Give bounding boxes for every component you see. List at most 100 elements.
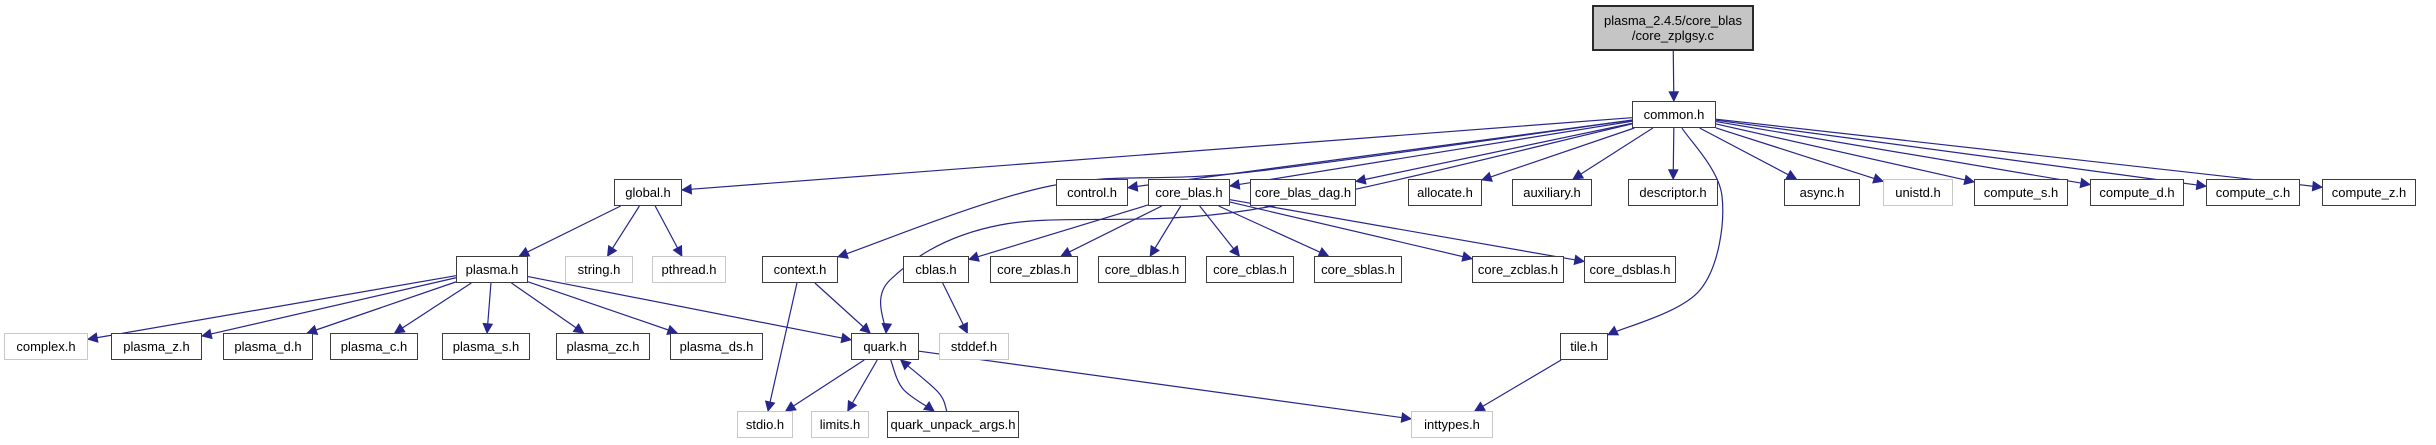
node-label: core_cblas.h xyxy=(1213,261,1287,277)
node-context_h[interactable]: context.h xyxy=(762,256,838,283)
node-label: async.h xyxy=(1799,184,1845,200)
node-label: plasma_c.h xyxy=(340,338,408,354)
node-label: plasma_z.h xyxy=(123,338,190,354)
edge-quark_h-stdio_h xyxy=(784,359,865,412)
node-global_h[interactable]: global.h xyxy=(614,179,682,206)
edge-core_blas_h-core_sblas_h xyxy=(1218,205,1330,257)
node-cblas_h[interactable]: cblas.h xyxy=(903,256,969,283)
edge-global_h-pthread_h xyxy=(654,205,683,257)
node-label: auxiliary.h xyxy=(1523,184,1581,200)
edge-tile_h-inttypes_h xyxy=(1473,359,1562,412)
node-label: plasma_ds.h xyxy=(679,338,754,354)
node-label: limits.h xyxy=(819,416,861,432)
edge-core_blas_h-core_zcblas_h xyxy=(1229,201,1474,262)
node-label: core_zcblas.h xyxy=(1477,261,1559,277)
node-plasma_c_h[interactable]: plasma_c.h xyxy=(330,333,418,360)
edge-plasma_h-plasma_d_h xyxy=(306,281,457,335)
edge-core_blas_h-core_cblas_h xyxy=(1199,205,1240,257)
node-quark_h[interactable]: quark.h xyxy=(851,333,919,360)
node-label: plasma.h xyxy=(465,261,519,277)
node-label: stddef.h xyxy=(950,338,998,354)
edge-common_h-compute_z_h xyxy=(1715,118,2324,192)
edge-quark_unpack_args_h-quark_h xyxy=(899,359,948,412)
node-label: stdio.h xyxy=(745,416,785,432)
node-label: quark.h xyxy=(863,338,907,354)
node-compute_z_h[interactable]: compute_z.h xyxy=(2322,179,2416,206)
edge-common_h-descriptor_h xyxy=(1667,127,1679,181)
edge-common_h-compute_d_h xyxy=(1715,120,2092,189)
edge-quark_h-quark_unpack_args_h xyxy=(890,359,935,412)
node-core_blas_h[interactable]: core_blas.h xyxy=(1148,179,1230,206)
node-stdio_h: stdio.h xyxy=(737,411,793,438)
node-plasma_h[interactable]: plasma.h xyxy=(456,256,528,283)
node-core_dsblas_h[interactable]: core_dsblas.h xyxy=(1584,256,1676,283)
node-descriptor_h[interactable]: descriptor.h xyxy=(1628,179,1718,206)
node-label: quark_unpack_args.h xyxy=(890,416,1016,432)
node-label: core_blas_dag.h xyxy=(1254,184,1352,200)
node-plasma_zc_h[interactable]: plasma_zc.h xyxy=(556,333,650,360)
edge-cblas_h-stddef_h xyxy=(942,282,968,334)
edge-common_h-core_blas_h xyxy=(1228,120,1633,190)
edge-global_h-plasma_h xyxy=(518,205,621,257)
edge-quark_h-inttypes_h xyxy=(918,350,1413,423)
node-label: global.h xyxy=(625,184,671,200)
node-async_h[interactable]: async.h xyxy=(1784,179,1860,206)
node-control_h[interactable]: control.h xyxy=(1056,179,1128,206)
node-label: complex.h xyxy=(16,338,76,354)
edge-plasma_h-plasma_zc_h xyxy=(511,282,585,334)
node-label: core_dsblas.h xyxy=(1589,261,1671,277)
node-label: compute_s.h xyxy=(1983,184,2059,200)
node-compute_c_h[interactable]: compute_c.h xyxy=(2206,179,2300,206)
node-label: plasma_2.4.5/core_blas /core_zplgsy.c xyxy=(1603,12,1743,43)
node-core_blas_dag_h[interactable]: core_blas_dag.h xyxy=(1250,179,1356,206)
node-label: unistd.h xyxy=(1895,184,1941,200)
node-plasma_s_h[interactable]: plasma_s.h xyxy=(442,333,530,360)
node-label: control.h xyxy=(1067,184,1117,200)
node-core_cblas_h[interactable]: core_cblas.h xyxy=(1206,256,1294,283)
edge-common_h-allocate_h xyxy=(1480,127,1635,182)
edge-common_h-auxiliary_h xyxy=(1572,127,1654,180)
node-inttypes_h: inttypes.h xyxy=(1411,411,1493,438)
edge-plasma_h-quark_h xyxy=(527,275,853,344)
edge-global_h-string_h xyxy=(607,205,640,257)
node-core_dblas_h[interactable]: core_dblas.h xyxy=(1098,256,1186,283)
edge-common_h-async_h xyxy=(1699,127,1798,180)
node-core_sblas_h[interactable]: core_sblas.h xyxy=(1314,256,1402,283)
node-compute_d_h[interactable]: compute_d.h xyxy=(2090,179,2184,206)
node-core_zblas_h[interactable]: core_zblas.h xyxy=(990,256,1078,283)
edge-common_h-core_blas_dag_h xyxy=(1354,122,1633,185)
node-compute_s_h[interactable]: compute_s.h xyxy=(1974,179,2068,206)
node-allocate_h[interactable]: allocate.h xyxy=(1408,179,1482,206)
node-label: compute_d.h xyxy=(2099,184,2175,200)
node-label: string.h xyxy=(577,261,621,277)
edge-common_h-control_h xyxy=(1126,119,1633,192)
node-core_zcblas_h[interactable]: core_zcblas.h xyxy=(1472,256,1564,283)
node-label: allocate.h xyxy=(1417,184,1473,200)
edge-plasma_h-plasma_ds_h xyxy=(527,281,679,335)
node-limits_h: limits.h xyxy=(811,411,869,438)
node-label: plasma_s.h xyxy=(452,338,520,354)
edge-plasma_h-plasma_c_h xyxy=(393,282,472,334)
edge-common_h-quark_h xyxy=(880,123,1633,335)
node-label: core_dblas.h xyxy=(1104,261,1180,277)
node-string_h: string.h xyxy=(565,256,633,283)
node-plasma_ds_h[interactable]: plasma_ds.h xyxy=(670,333,763,360)
node-plasma_d_h[interactable]: plasma_d.h xyxy=(223,333,313,360)
node-complex_h: complex.h xyxy=(4,333,88,360)
node-quark_unpack_args_h[interactable]: quark_unpack_args.h xyxy=(887,411,1019,438)
node-label: inttypes.h xyxy=(1424,416,1480,432)
node-auxiliary_h[interactable]: auxiliary.h xyxy=(1512,179,1592,206)
node-label: common.h xyxy=(1643,106,1705,122)
node-label: plasma_zc.h xyxy=(566,338,640,354)
node-label: compute_c.h xyxy=(2215,184,2291,200)
edge-common_h-unistd_h xyxy=(1715,127,1885,184)
edge-core_blas_h-cblas_h xyxy=(967,204,1149,262)
node-common_h[interactable]: common.h xyxy=(1632,101,1716,128)
node-plasma_z_h[interactable]: plasma_z.h xyxy=(111,333,202,360)
node-pthread_h: pthread.h xyxy=(652,256,726,283)
node-tile_h[interactable]: tile.h xyxy=(1560,333,1608,360)
edge-core_zplgsy_c-common_h xyxy=(1668,50,1680,103)
edge-plasma_h-complex_h xyxy=(86,275,457,343)
edge-quark_h-limits_h xyxy=(847,359,878,412)
